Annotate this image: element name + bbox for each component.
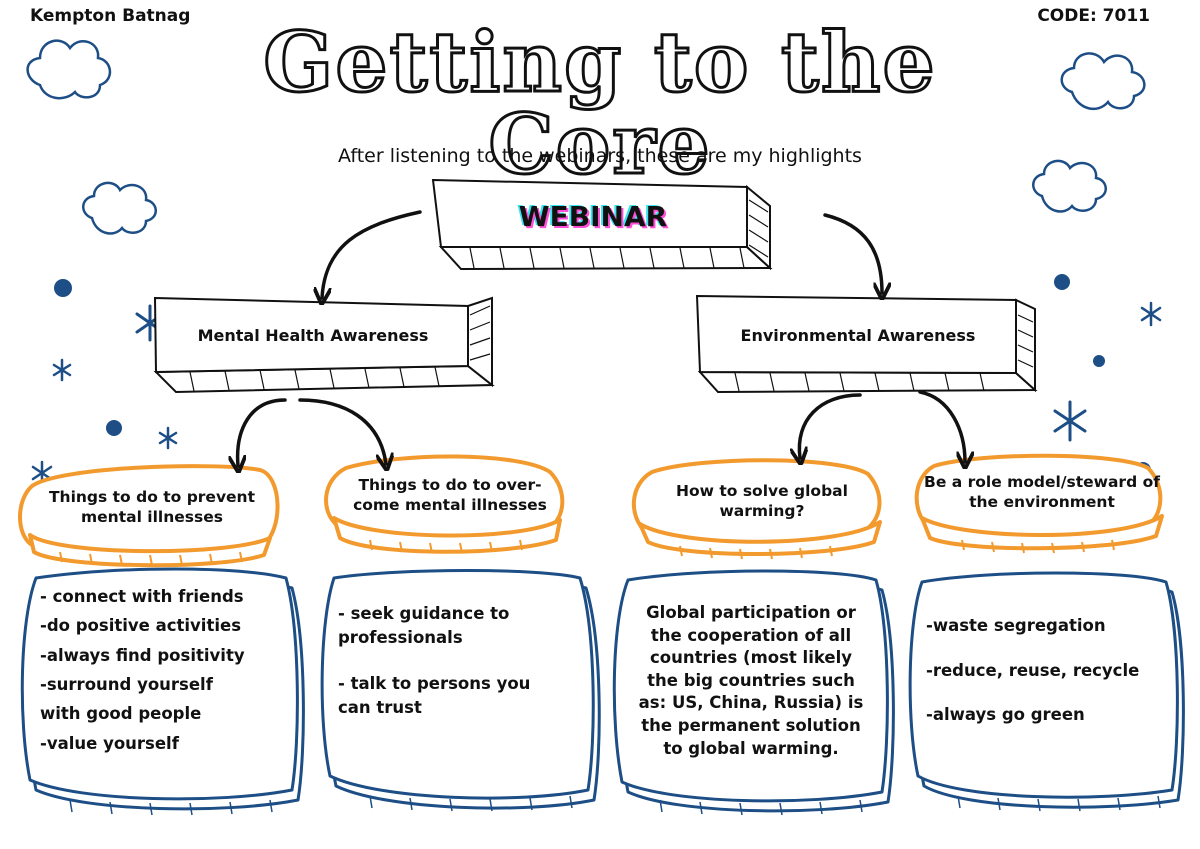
- arrow-mental-to-sub1: [238, 398, 287, 466]
- branch-environmental: Environmental Awareness: [740, 325, 976, 345]
- note-line: can trust: [338, 697, 422, 717]
- note-overcome: - seek guidance to professionals - talk …: [338, 602, 578, 720]
- note-line: as: US, China, Russia) is: [638, 693, 864, 713]
- arrow-webinar-to-mental: [322, 210, 422, 298]
- arrow-webinar-to-env: [823, 213, 882, 293]
- note-line: -always find positivity: [40, 645, 245, 665]
- cloud-icon: [26, 39, 112, 100]
- note-line: with good people: [40, 704, 202, 724]
- note-line: -do positive activities: [40, 616, 242, 636]
- branch-box-shape: [695, 294, 1038, 394]
- subtitle: After listening to the webinars, these a…: [338, 145, 862, 167]
- arrows: [238, 210, 965, 466]
- dot: [1093, 355, 1105, 367]
- subtopic-overcome: Things to do to over-come mental illness…: [353, 475, 547, 514]
- note-line: the cooperation of all: [650, 625, 852, 645]
- note-prevent: - connect with friends -do positive acti…: [40, 582, 290, 758]
- subtopic-prevent: Things to do to prevent mental illnesses: [48, 487, 256, 526]
- subtopic-global-warming: How to solve global warming?: [676, 481, 848, 520]
- webinar-label: WEBINAR: [518, 199, 668, 233]
- note-line: - seek guidance to: [338, 604, 510, 623]
- author-name: Kempton Batnag: [30, 6, 191, 26]
- note-line: - connect with friends: [40, 587, 244, 606]
- dot: [106, 420, 122, 436]
- note-line: [338, 650, 578, 672]
- pill-shape: [18, 453, 1164, 568]
- note-line: Global participation or: [646, 603, 856, 622]
- cloud-icon: [82, 181, 157, 235]
- note-role-model: -waste segregation -reduce, reuse, recyc…: [926, 616, 1166, 724]
- subtopic-role-model: Be a role model/steward of the environme…: [924, 472, 1160, 511]
- dot: [54, 279, 72, 297]
- pill-hatch: [59, 539, 1115, 566]
- sparkle-icon: [52, 358, 72, 382]
- arrow-env-to-sub4: [918, 390, 965, 462]
- webinar-box-shape: [431, 178, 773, 271]
- sparkle-icon: [158, 426, 178, 450]
- cloud-icon: [1060, 52, 1146, 111]
- note-line: to global warming.: [663, 738, 839, 758]
- cloud-icon: [1032, 159, 1107, 213]
- note-line: -waste segregation: [926, 616, 1106, 635]
- arrow-mental-to-sub2: [298, 398, 386, 464]
- sparkle-icon: [1140, 301, 1162, 327]
- code-label: CODE: 7011: [1037, 6, 1150, 26]
- note-line: countries (most likely: [649, 648, 852, 668]
- branch-box-shape: [153, 296, 495, 394]
- note-box-shape: [20, 567, 1185, 813]
- arrow-env-to-sub3: [799, 393, 862, 458]
- note-line: the big countries such: [647, 670, 855, 690]
- note-line: -value yourself: [40, 733, 179, 753]
- note-line: -always go green: [926, 705, 1085, 724]
- dot: [1054, 274, 1070, 290]
- note-hatch: [69, 795, 1161, 816]
- page-title: Getting to the Core: [262, 15, 937, 193]
- branch-mental-health: Mental Health Awareness: [197, 325, 429, 345]
- note-line: professionals: [338, 627, 463, 647]
- note-line: the permanent solution: [641, 715, 861, 735]
- note-global-warming: Global participation or the cooperation …: [626, 602, 876, 760]
- sparkle-icon: [1053, 400, 1087, 442]
- note-line: -reduce, reuse, recycle: [926, 660, 1140, 680]
- note-line: - talk to persons you: [338, 673, 531, 693]
- note-line: -surround yourself: [40, 675, 213, 695]
